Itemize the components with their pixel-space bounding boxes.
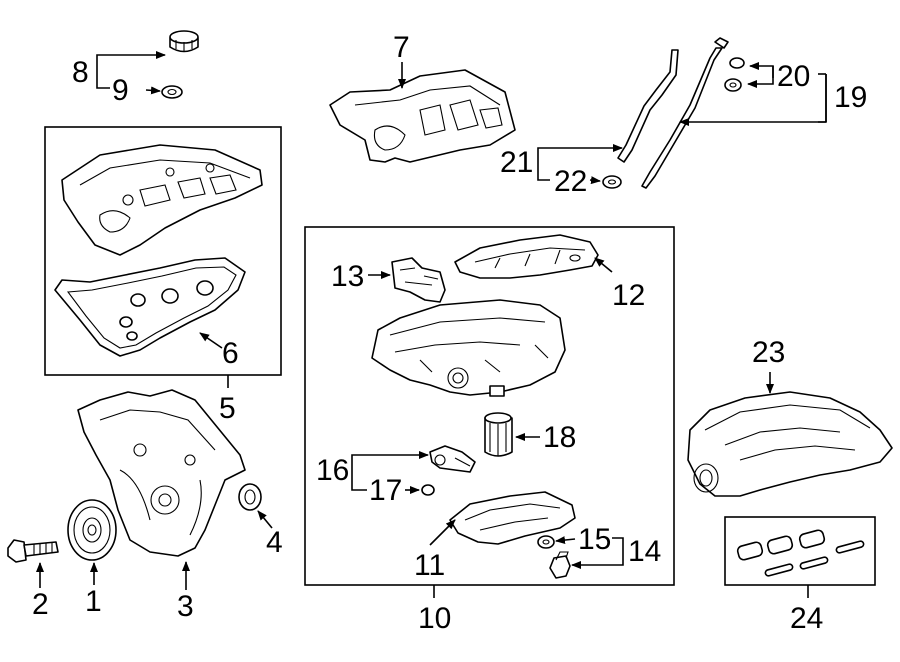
lower-oil-pan xyxy=(449,491,576,545)
leader-20b xyxy=(747,66,774,88)
callout-15: 15 xyxy=(578,523,611,556)
callout-22: 22 xyxy=(554,165,587,198)
callout-18: 18 xyxy=(543,421,576,454)
leader-8 xyxy=(96,51,166,72)
timing-cover xyxy=(77,389,246,557)
drain-plug xyxy=(549,551,571,579)
leader-20 xyxy=(749,62,774,78)
oil-filter xyxy=(484,412,513,457)
leader-9 xyxy=(145,86,161,95)
callout-5: 5 xyxy=(219,392,236,425)
oil-level-sensor xyxy=(429,445,476,473)
oil-pan-baffle xyxy=(391,257,446,303)
leader-16 xyxy=(351,451,429,468)
oil-pan-group-box xyxy=(304,226,675,586)
callout-19: 19 xyxy=(834,81,867,114)
callout-16: 16 xyxy=(316,454,349,487)
callout-7: 7 xyxy=(393,31,410,64)
valve-cover xyxy=(61,144,263,256)
leader-22 xyxy=(589,176,601,185)
callout-4: 4 xyxy=(266,526,283,559)
gasket-set-box xyxy=(724,516,876,586)
leader-14b xyxy=(571,550,624,569)
callout-9: 9 xyxy=(112,74,129,107)
callout-12: 12 xyxy=(612,279,645,312)
tube-o-ring xyxy=(602,175,622,189)
callout-6: 6 xyxy=(222,337,239,370)
leader-4 xyxy=(257,510,273,529)
leader-21b xyxy=(537,160,550,181)
callout-24: 24 xyxy=(790,602,823,635)
leader-19c xyxy=(818,74,827,123)
callout-3: 3 xyxy=(177,590,194,623)
callout-14: 14 xyxy=(628,535,661,568)
leader-8b xyxy=(96,72,110,89)
callout-1: 1 xyxy=(85,585,102,618)
leader-6 xyxy=(199,332,223,349)
leader-11 xyxy=(429,519,456,546)
callout-13: 13 xyxy=(331,260,364,293)
intake-gasket-set xyxy=(736,529,865,577)
leader-21 xyxy=(537,144,623,160)
callout-23: 23 xyxy=(752,336,785,369)
windage-tray xyxy=(454,234,599,279)
leader-15 xyxy=(555,536,576,545)
leader-14 xyxy=(612,537,624,550)
callout-2: 2 xyxy=(32,588,49,621)
oil-pan-nipple xyxy=(489,385,505,397)
callout-8: 8 xyxy=(72,56,89,89)
crankshaft-pulley xyxy=(67,499,117,561)
oil-dipstick xyxy=(641,37,729,189)
leader-12 xyxy=(594,257,613,273)
dipstick-o-ring-upper xyxy=(729,57,745,69)
dipstick-o-ring-lower xyxy=(724,78,742,92)
intake-manifold xyxy=(687,391,893,497)
drain-plug-gasket xyxy=(537,535,555,549)
callout-21: 21 xyxy=(500,146,533,179)
valve-cover-gasket xyxy=(54,257,246,357)
callout-17: 17 xyxy=(369,474,402,507)
oil-filler-cap xyxy=(169,30,199,53)
front-crank-seal xyxy=(238,483,262,511)
callout-20: 20 xyxy=(777,60,810,93)
oil-filler-seal xyxy=(161,85,183,99)
callout-10: 10 xyxy=(418,602,451,635)
engine-cover xyxy=(329,69,516,163)
pulley-bolt xyxy=(7,539,59,563)
dipstick-tube xyxy=(617,49,679,163)
valve-cover-group-box xyxy=(44,126,282,376)
leader-16b xyxy=(351,468,367,491)
sensor-o-ring xyxy=(421,484,435,496)
upper-oil-pan xyxy=(371,299,566,396)
callout-11: 11 xyxy=(414,549,445,582)
